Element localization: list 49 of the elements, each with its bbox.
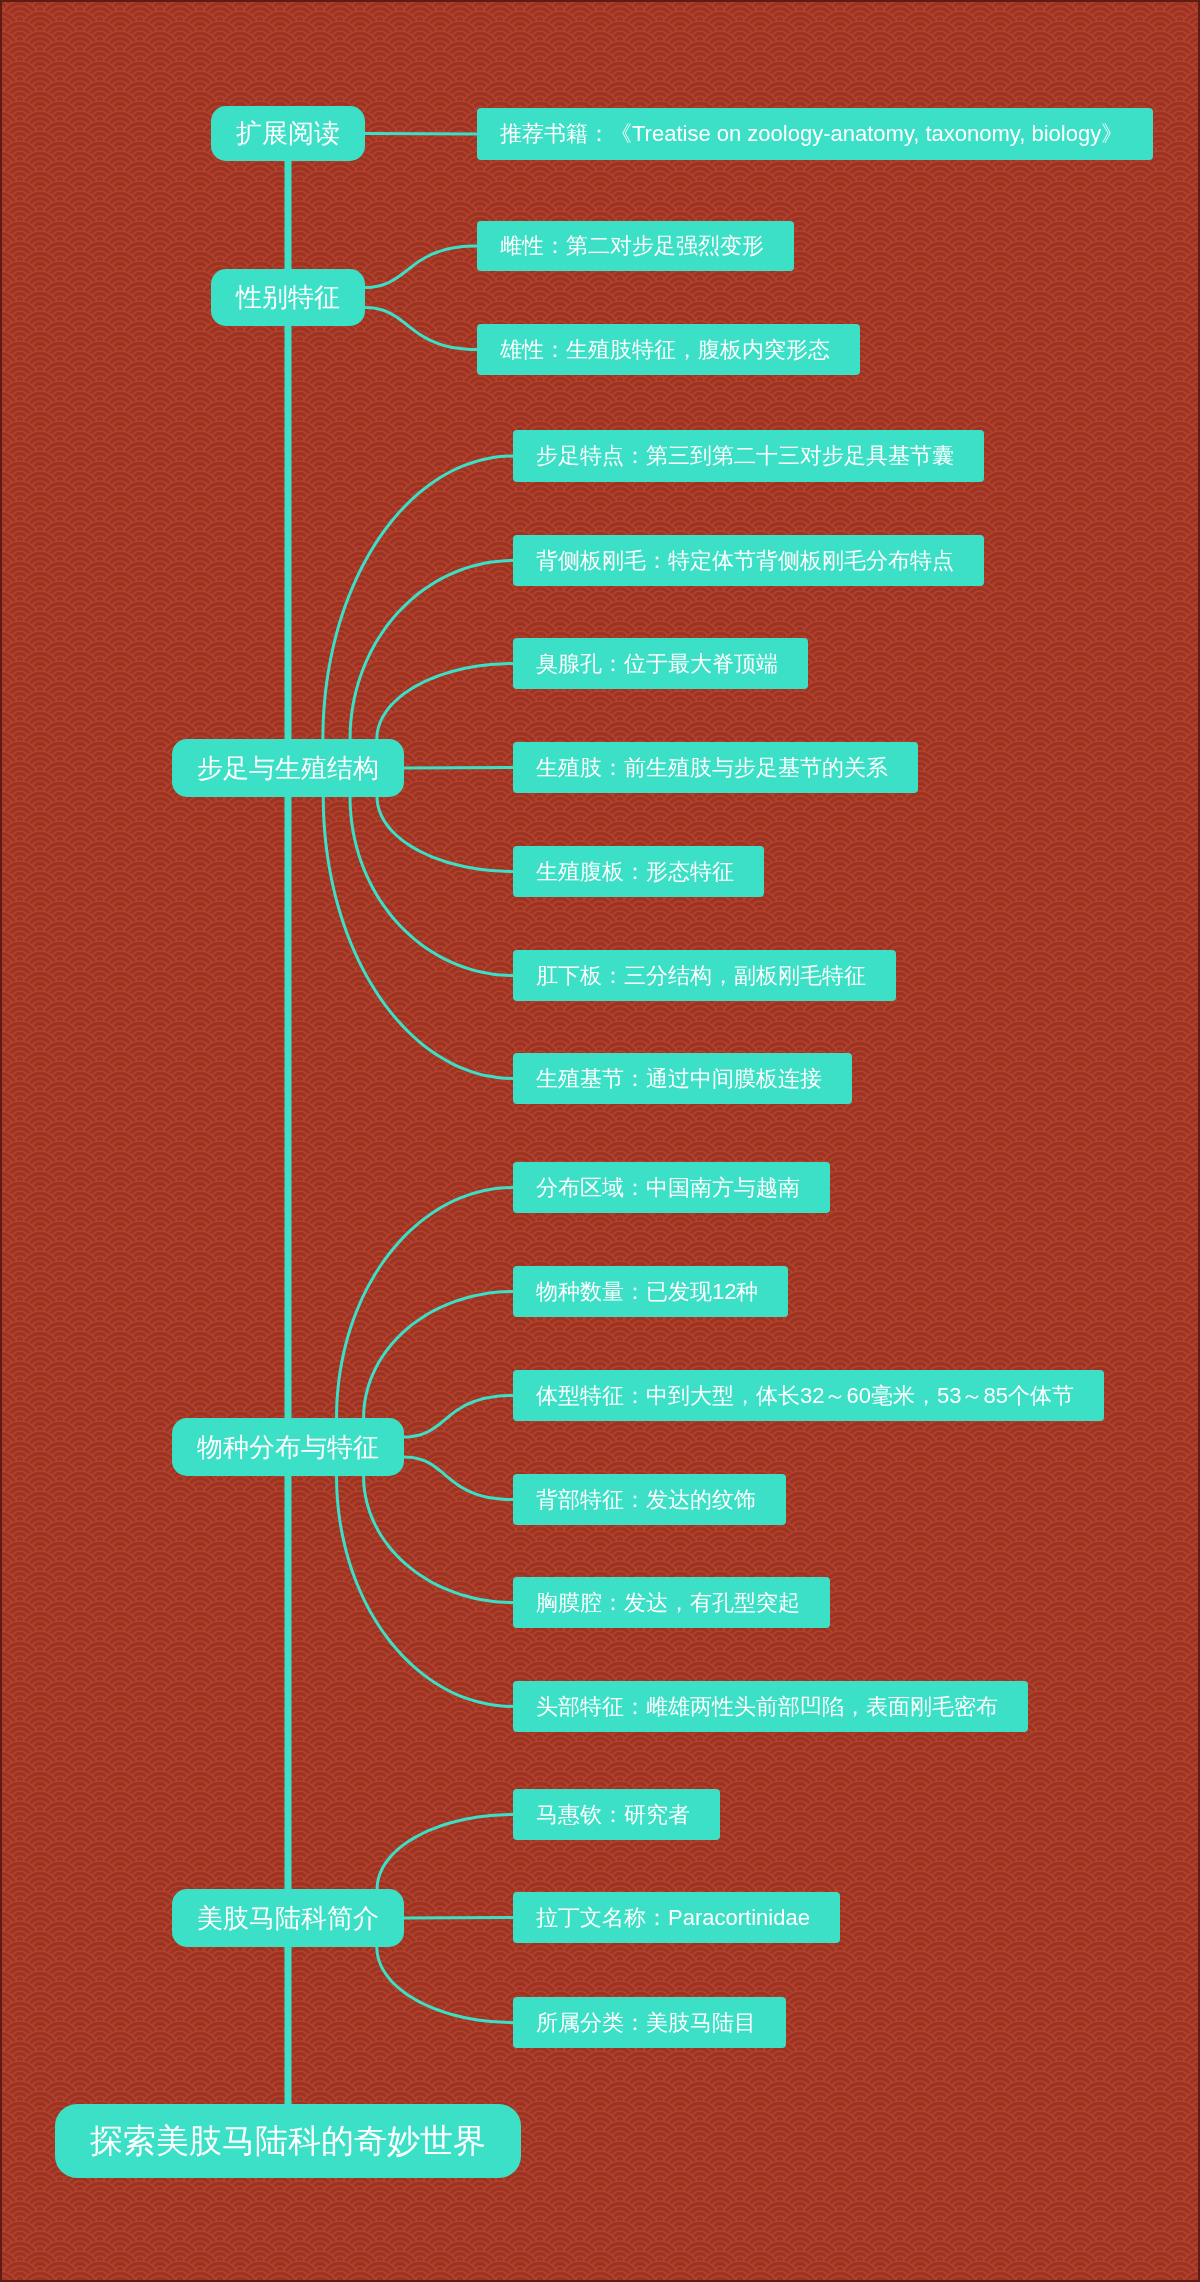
- subtopic: 胸膜腔：发达，有孔型突起: [513, 1577, 830, 1628]
- branch-line: [375, 796, 513, 873]
- subtopic: 马惠钦：研究者: [513, 1789, 720, 1840]
- branch-line: [404, 1916, 513, 1920]
- branch-line: [365, 132, 477, 136]
- trunk-line: [284, 326, 292, 739]
- branch-line: [364, 306, 478, 351]
- subtopic: 所属分类：美肢马陆目: [513, 1997, 786, 2048]
- trunk-line: [284, 1476, 292, 1889]
- branch-line: [348, 796, 514, 977]
- subtopic: 步足特点：第三到第二十三对步足具基节囊: [513, 430, 984, 482]
- branch-line: [321, 454, 514, 739]
- subtopic: 臭腺孔：位于最大脊顶端: [513, 638, 808, 689]
- main-topic: 美肢马陆科简介: [172, 1889, 404, 1947]
- subtopic: 背侧板刚毛：特定体节背侧板刚毛分布特点: [513, 535, 984, 586]
- subtopic: 物种数量：已发现12种: [513, 1266, 789, 1317]
- subtopic: 体型特征：中到大型，体长32～60毫米，53～85个体节: [513, 1370, 1104, 1421]
- central-topic: 探索美肢马陆科的奇妙世界: [55, 2104, 521, 2178]
- branch-line: [375, 1813, 513, 1890]
- subtopic: 背部特征：发达的纹饰: [513, 1474, 786, 1525]
- branch-line: [348, 559, 514, 740]
- branch-line: [335, 1475, 514, 1708]
- branch-line: [321, 797, 514, 1080]
- subtopic: 肛下板：三分结构，副板刚毛特征: [513, 950, 896, 1001]
- main-topic: 步足与生殖结构: [172, 739, 404, 797]
- trunk-line: [284, 1947, 292, 2104]
- subtopic: 雌性：第二对步足强烈变形: [477, 221, 794, 271]
- branch-line: [403, 1455, 514, 1501]
- subtopic: 雄性：生殖肢特征，腹板内突形态: [477, 324, 860, 375]
- main-topic: 物种分布与特征: [172, 1418, 404, 1476]
- trunk-line: [284, 161, 292, 269]
- subtopic: 头部特征：雌雄两性头前部凹陷，表面刚毛密布: [513, 1681, 1028, 1732]
- subtopic: 生殖基节：通过中间膜板连接: [513, 1053, 852, 1104]
- branch-line: [375, 662, 514, 740]
- branch-line: [404, 766, 513, 770]
- subtopic: 推荐书籍：《Treatise on zoology-anatomy, taxonomy, biology》: [477, 108, 1154, 160]
- main-topic: 性别特征: [211, 269, 365, 326]
- branch-line: [364, 244, 478, 289]
- branch-line: [403, 1394, 514, 1439]
- branch-line: [362, 1290, 514, 1419]
- subtopic: 拉丁文名称：Paracortinidae: [513, 1892, 840, 1943]
- subtopic: 分布区域：中国南方与越南: [513, 1162, 830, 1213]
- subtopic: 生殖肢：前生殖肢与步足基节的关系: [513, 742, 918, 793]
- subtopic: 生殖腹板：形态特征: [513, 846, 764, 897]
- main-topic: 扩展阅读: [211, 106, 365, 161]
- trunk-line: [284, 797, 292, 1418]
- branch-line: [375, 1946, 514, 2024]
- branch-line: [362, 1475, 514, 1604]
- branch-line: [335, 1186, 514, 1419]
